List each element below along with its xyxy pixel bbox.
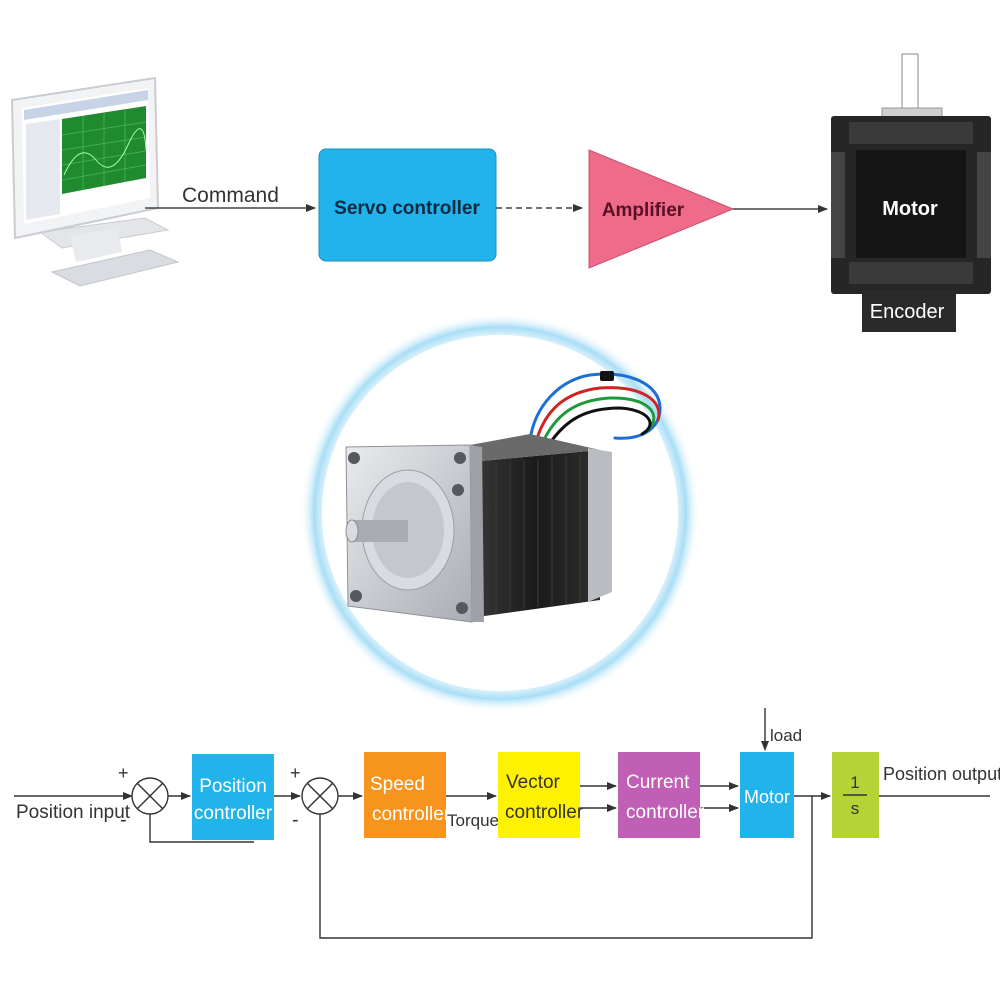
sum2-plus: + (290, 763, 301, 783)
block-diagram-lines (14, 708, 990, 939)
command-label: Command (182, 184, 279, 207)
position-controller-line1: Position (199, 776, 267, 797)
current-controller-line2: controller (626, 802, 705, 823)
position-controller-block (192, 754, 274, 840)
vector-controller-block (498, 752, 580, 838)
summing-junction-2 (301, 777, 339, 815)
motor-label: Motor (882, 198, 938, 220)
integrator-numerator: 1 (850, 773, 859, 792)
computer-monitor-icon (10, 76, 180, 287)
speed-controller-line2: controller (372, 804, 451, 825)
amplifier-label: Amplifier (602, 200, 685, 221)
vector-controller-line1: Vector (506, 772, 561, 793)
speed-controller-line1: Speed (370, 774, 425, 795)
current-controller-line1: Current (626, 772, 690, 793)
position-output-label: Position output (883, 764, 1000, 784)
vector-controller-line2: controller (505, 802, 584, 823)
sum1-minus: - (120, 809, 127, 831)
position-input-label: Position input (16, 802, 131, 823)
stepper-motor-photo (300, 313, 700, 713)
motor-illustration (831, 53, 991, 332)
load-label: load (770, 726, 802, 745)
integrator-denominator: s (851, 799, 860, 818)
sum1-plus: + (118, 763, 129, 783)
sum2-minus: - (292, 809, 299, 831)
speed-controller-block (364, 752, 446, 838)
servo-controller-label: Servo controller (334, 198, 480, 219)
summing-junction-1 (131, 777, 169, 815)
motor-block (740, 752, 794, 838)
torque-label: Torque (447, 811, 499, 830)
motor-block-label: Motor (744, 787, 790, 807)
encoder-label: Encoder (870, 301, 945, 323)
servo-controller-block (318, 148, 497, 262)
position-controller-line2: controller (194, 803, 273, 824)
amplifier-block (588, 149, 735, 269)
current-controller-block (618, 752, 700, 838)
